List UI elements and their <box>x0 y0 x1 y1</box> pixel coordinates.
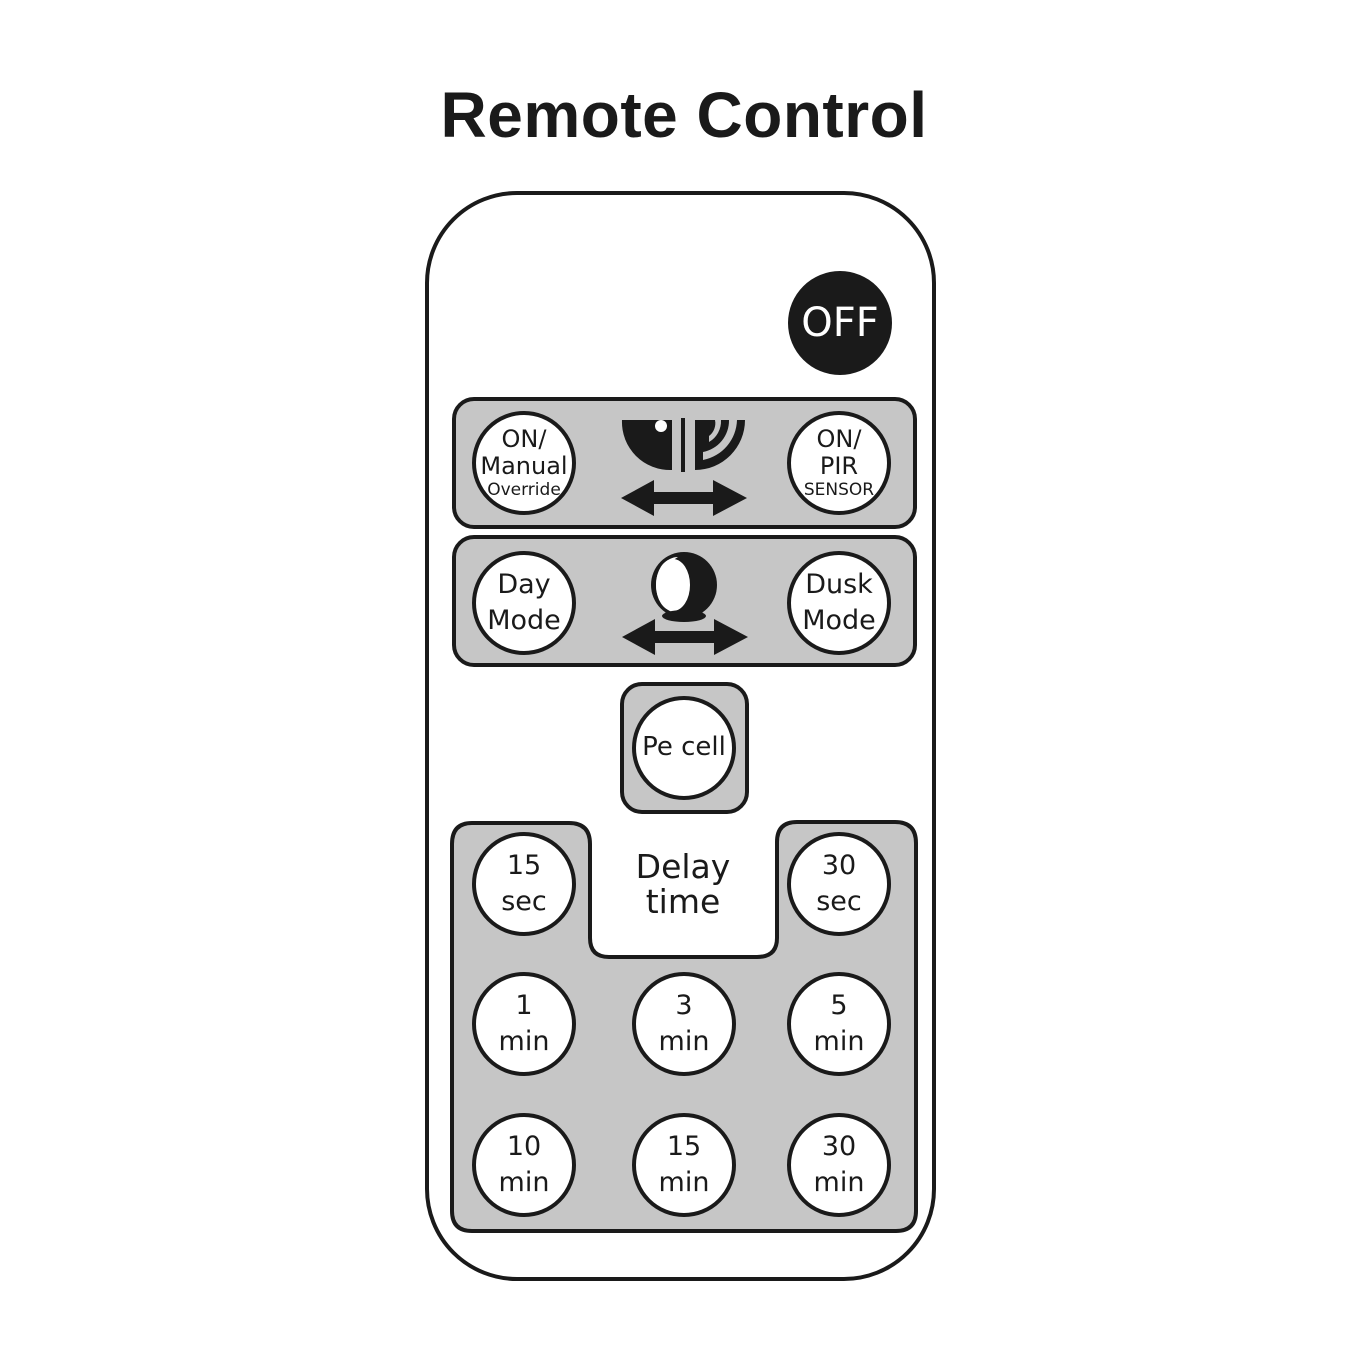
delay-unit: min <box>498 1026 550 1057</box>
delay-label-line2: time <box>645 881 721 921</box>
delay-10-min-button[interactable]: 10 min <box>472 1113 576 1217</box>
delay-time-label: Delay time <box>596 847 770 921</box>
page-title: Remote Control <box>440 79 928 151</box>
off-button-label: OFF <box>801 300 879 346</box>
delay-value: 15 <box>666 1131 702 1163</box>
delay-value: 30 <box>821 1131 857 1163</box>
manual-override-line3: Override <box>487 479 561 500</box>
day-mode-line1: Day <box>497 569 551 601</box>
manual-override-button[interactable]: ON/ Manual Override <box>472 411 576 515</box>
dusk-mode-line2: Mode <box>802 605 876 636</box>
delay-value: 5 <box>830 990 848 1022</box>
pe-cell-label: Pe cell <box>642 732 726 763</box>
delay-unit: min <box>813 1167 865 1198</box>
delay-unit: sec <box>816 886 862 917</box>
delay-unit: sec <box>501 886 547 917</box>
delay-30-min-button[interactable]: 30 min <box>787 1113 891 1217</box>
manual-override-line1: ON/ <box>501 424 547 453</box>
pir-sensor-line2: PIR <box>819 452 859 481</box>
off-button[interactable]: OFF <box>788 271 892 375</box>
delay-value: 10 <box>506 1131 542 1163</box>
delay-value: 30 <box>821 850 857 882</box>
delay-30-sec-button[interactable]: 30 sec <box>787 832 891 936</box>
manual-override-line2: Manual <box>480 452 568 481</box>
pir-sensor-line1: ON/ <box>816 424 862 453</box>
pe-cell-button[interactable]: Pe cell <box>632 696 736 800</box>
dusk-mode-button[interactable]: Dusk Mode <box>787 551 891 655</box>
delay-label-line1: Delay <box>635 847 731 886</box>
delay-15-min-button[interactable]: 15 min <box>632 1113 736 1217</box>
delay-unit: min <box>813 1026 865 1057</box>
delay-5-min-button[interactable]: 5 min <box>787 972 891 1076</box>
delay-1-min-button[interactable]: 1 min <box>472 972 576 1076</box>
delay-unit: min <box>658 1026 710 1057</box>
pir-sensor-line3: SENSOR <box>803 479 875 500</box>
day-mode-button[interactable]: Day Mode <box>472 551 576 655</box>
delay-value: 1 <box>515 990 533 1022</box>
dusk-mode-line1: Dusk <box>805 569 873 601</box>
delay-unit: min <box>658 1167 710 1198</box>
delay-3-min-button[interactable]: 3 min <box>632 972 736 1076</box>
delay-value: 3 <box>675 990 693 1022</box>
delay-15-sec-button[interactable]: 15 sec <box>472 832 576 936</box>
delay-unit: min <box>498 1167 550 1198</box>
pir-sensor-button[interactable]: ON/ PIR SENSOR <box>787 411 891 515</box>
delay-value: 15 <box>506 850 542 882</box>
day-mode-line2: Mode <box>487 605 561 636</box>
